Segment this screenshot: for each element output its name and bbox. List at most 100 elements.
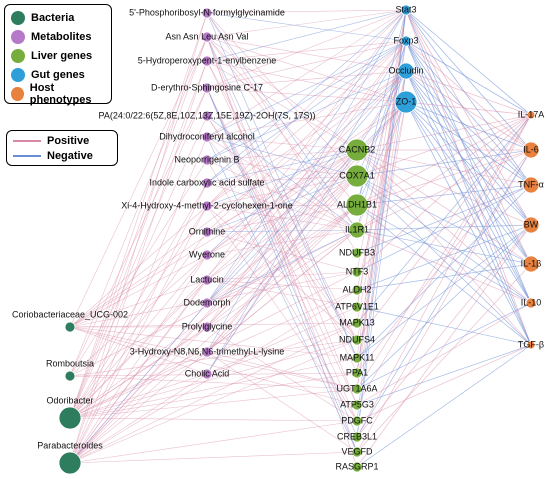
- edge-negative-230: [405, 40, 532, 226]
- edge-negative-252: [405, 101, 532, 151]
- edge-positive-48: [69, 182, 208, 464]
- label-ugt1a6a: UGT1A6A: [336, 383, 377, 393]
- legend-label-gut-genes: Gut genes: [31, 69, 85, 81]
- label-cholic-acid: Cholic Acid: [185, 368, 230, 378]
- node-stat3: [400, 4, 412, 16]
- edge-positive-5: [69, 326, 208, 375]
- edge-positive-133: [206, 149, 358, 256]
- edge-positive-53: [69, 373, 208, 464]
- edge-positive-25: [69, 87, 208, 419]
- edge-positive-236: [356, 40, 407, 308]
- edge-positive-139: [206, 175, 358, 281]
- edge-negative-185: [356, 229, 532, 265]
- edge-positive-110: [206, 159, 358, 422]
- legend-label-negative: Negative: [47, 150, 93, 162]
- edge-positive-188: [356, 114, 532, 273]
- edge-negative-179: [356, 184, 532, 206]
- node-rasgrp1: [351, 461, 363, 473]
- node-atp5g3: [351, 399, 363, 411]
- edge-positive-129: [206, 204, 358, 233]
- edge-negative-100: [206, 136, 358, 177]
- node-il-6: [522, 141, 540, 159]
- edge-positive-80: [206, 36, 407, 72]
- node-coriobacteriaceae-ucg-002: [64, 321, 76, 333]
- edge-positive-137: [206, 101, 407, 256]
- edge-negative-67: [206, 12, 358, 231]
- node-vegfd: [351, 446, 363, 458]
- edge-positive-208: [356, 149, 532, 453]
- edge-negative-71: [206, 12, 407, 42]
- legend-dot-gut-genes: [11, 68, 25, 82]
- node-xi-4-hydroxy-4-methyl-2-cyclohexen-1-one: [201, 200, 213, 212]
- edge-positive-92: [206, 9, 407, 89]
- label-stat3: Stat3: [395, 4, 416, 14]
- edge-positive-43: [69, 417, 358, 422]
- node-zo-1: [394, 90, 418, 114]
- label-ppa1: PPA1: [346, 367, 368, 377]
- edge-positive-38: [69, 289, 358, 419]
- label-cox7a1: COX7A1: [339, 170, 375, 180]
- edge-positive-197: [356, 149, 532, 374]
- node-atp6v1e1: [351, 301, 363, 313]
- edge-positive-94: [206, 70, 407, 89]
- edge-positive-12: [69, 70, 407, 328]
- edge-positive-177: [356, 114, 532, 206]
- edge-positive-210: [356, 224, 532, 468]
- node-prolylglycine: [201, 321, 213, 333]
- edge-positive-108: [206, 159, 358, 177]
- edge-positive-142: [206, 279, 358, 308]
- node-foxp3: [400, 35, 412, 47]
- edge-positive-40: [69, 357, 358, 419]
- label-ornithine: Ornithine: [189, 226, 226, 236]
- edge-positive-66: [206, 12, 358, 177]
- node-cacnb2: [345, 138, 369, 162]
- edge-positive-239: [405, 70, 532, 151]
- label-zo-1: ZO-1: [396, 96, 417, 106]
- legend-dot-liver-genes: [11, 49, 25, 63]
- edge-negative-112: [206, 70, 407, 161]
- edge-positive-21: [69, 375, 358, 390]
- edge-positive-41: [69, 372, 358, 419]
- node-ugt1a6a: [351, 383, 363, 395]
- edge-positive-35: [69, 204, 358, 419]
- edge-positive-61: [69, 420, 358, 464]
- edge-legend: Positive Negative: [6, 130, 118, 166]
- edge-positive-49: [69, 205, 208, 464]
- edge-negative-253: [405, 101, 532, 186]
- label-mapk13: MAPK13: [339, 317, 375, 327]
- edge-negative-211: [356, 344, 532, 468]
- edge-positive-0: [69, 36, 208, 328]
- edge-negative-232: [405, 40, 532, 304]
- label-foxp3: Foxp3: [393, 35, 418, 45]
- edge-positive-147: [206, 40, 407, 304]
- label-il-17a: IL-17A: [518, 109, 545, 119]
- node-il-1: [522, 255, 540, 273]
- edge-negative-227: [405, 40, 532, 116]
- node-mapk11: [351, 352, 363, 364]
- edge-negative-160: [206, 149, 358, 375]
- label-tnf: TNF-α: [518, 179, 544, 189]
- edge-positive-194: [356, 114, 532, 341]
- edge-negative-191: [356, 263, 532, 291]
- edge-positive-24: [69, 60, 208, 419]
- edge-positive-109: [206, 159, 358, 231]
- edge-positive-125: [206, 40, 407, 207]
- edge-positive-156: [206, 351, 358, 390]
- node-bw: [522, 216, 540, 234]
- node-il-17a: [526, 110, 536, 120]
- node-creb3l1: [351, 431, 363, 443]
- edge-negative-158: [206, 9, 407, 353]
- edge-positive-162: [206, 322, 358, 375]
- node-il-10: [525, 297, 537, 309]
- edge-positive-159: [206, 101, 407, 353]
- edge-positive-63: [69, 9, 407, 464]
- edge-positive-95: [206, 87, 407, 103]
- edge-negative-242: [405, 70, 532, 265]
- edge-positive-134: [206, 175, 358, 256]
- edge-negative-189: [356, 184, 532, 273]
- edge-positive-30: [69, 254, 208, 419]
- label-parabacteroides: Parabacteroides: [37, 440, 103, 450]
- edge-positive-201: [356, 114, 532, 406]
- node-5-phosphoribosyl-n-formylglycinamide: [201, 7, 213, 19]
- label-vegfd: VEGFD: [341, 446, 373, 456]
